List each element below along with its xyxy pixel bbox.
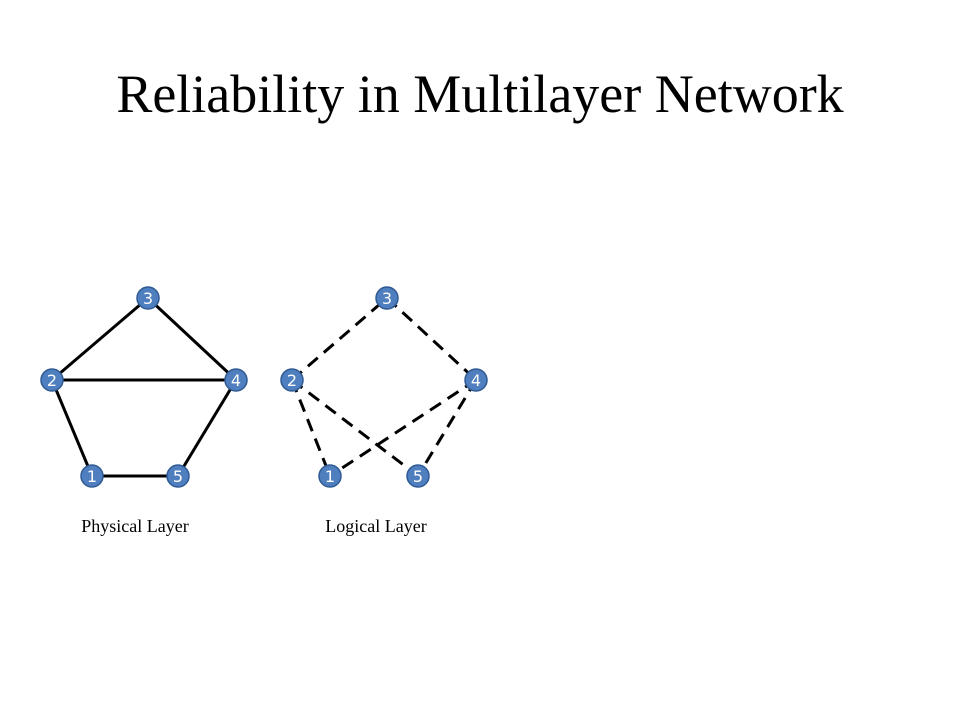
logical-edge-4-5: [416, 379, 478, 477]
logical-edge-3-4: [385, 296, 478, 382]
physical-node-label-3: 3: [143, 289, 153, 308]
logical-node-circle-1: [318, 464, 342, 488]
physical-node-3: 3: [136, 286, 160, 310]
physical-layer-graph: 3 2 4 1 5: [40, 286, 248, 488]
physical-node-1: 1: [80, 464, 104, 488]
physical-edge-2-3: [51, 296, 149, 382]
logical-edge-4-1: [329, 378, 477, 478]
physical-node-circle-5: [166, 464, 190, 488]
physical-node-label-5: 5: [173, 467, 183, 486]
logical-node-label-5: 5: [413, 467, 423, 486]
logical-edge-2-1: [290, 379, 332, 477]
logical-node-2: 2: [280, 368, 304, 392]
physical-node-label-4: 4: [231, 371, 241, 390]
physical-node-4: 4: [224, 368, 248, 392]
physical-node-circle-2: [40, 368, 64, 392]
logical-node-circle-2: [280, 368, 304, 392]
physical-edge-3-4: [146, 296, 238, 382]
logical-node-circle-4: [464, 368, 488, 392]
logical-node-circle-3: [375, 286, 399, 310]
physical-edge-4-5: [176, 379, 238, 477]
logical-edge-2-3: [291, 296, 388, 382]
physical-node-2: 2: [40, 368, 64, 392]
slide-title: Reliability in Multilayer Network: [116, 64, 844, 124]
physical-node-circle-4: [224, 368, 248, 392]
logical-node-3: 3: [375, 286, 399, 310]
logical-node-label-4: 4: [471, 371, 481, 390]
physical-node-circle-3: [136, 286, 160, 310]
physical-layer-caption: Physical Layer: [81, 516, 188, 536]
logical-node-label-3: 3: [382, 289, 392, 308]
logical-node-4: 4: [464, 368, 488, 392]
physical-node-5: 5: [166, 464, 190, 488]
logical-edge-2-5: [291, 378, 419, 478]
logical-layer-graph: 3 2 4 1 5: [280, 286, 488, 488]
physical-node-circle-1: [80, 464, 104, 488]
physical-edge-2-1: [50, 379, 94, 477]
logical-node-label-1: 1: [325, 467, 335, 486]
physical-node-label-1: 1: [87, 467, 97, 486]
logical-node-5: 5: [406, 464, 430, 488]
logical-node-circle-5: [406, 464, 430, 488]
logical-layer-caption: Logical Layer: [325, 516, 426, 536]
physical-node-label-2: 2: [47, 371, 57, 390]
logical-node-1: 1: [318, 464, 342, 488]
logical-node-label-2: 2: [287, 371, 297, 390]
